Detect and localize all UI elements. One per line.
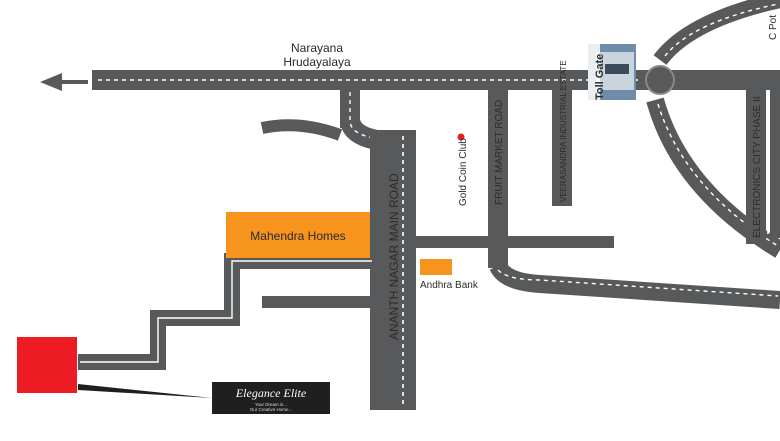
mahendra-homes-block: Mahendra Homes [226, 212, 370, 258]
main-highway [92, 70, 780, 90]
cross-road-andhra [416, 236, 614, 248]
club-dot-icon [457, 133, 465, 141]
electronics-city-road [746, 88, 780, 244]
toll-gate-label: Toll Gate [594, 54, 606, 100]
cross-road-lower [262, 296, 370, 308]
electronics-city-label: ELECTRONICS CITY PHASE II [752, 96, 763, 238]
route-to-project [78, 253, 372, 370]
club-label: Gold Coin Club [458, 138, 469, 206]
toll-gate-badge[interactable] [588, 44, 636, 100]
hospital-label-line2: Hrudayalaya [283, 55, 351, 69]
ananth-nagar-main-road [370, 130, 416, 410]
fruit-market-label: FRUIT MARKET ROAD [494, 100, 505, 205]
logo-name: Elegance Elite [235, 386, 307, 400]
fruit-market-road [488, 88, 780, 309]
mahendra-homes-label: Mahendra Homes [250, 229, 345, 243]
andhra-bank-marker [420, 259, 452, 275]
project-marker[interactable] [17, 337, 77, 393]
direction-arrow-left-icon [40, 73, 88, 91]
project-pointer [78, 384, 212, 398]
hospital-label-line1: Narayana [291, 41, 343, 55]
logo-tagline-line1: Your Dream is... [255, 402, 287, 407]
veerasandra-road [552, 88, 572, 206]
project-logo[interactable]: Elegance Elite Your Dream is... Our Crea… [212, 382, 330, 414]
logo-tagline-line2: Our Creative Home... [250, 407, 293, 412]
junction-roundabout [645, 65, 675, 95]
andhra-bank-label: Andhra Bank [420, 280, 479, 291]
partial-road-label: C Pot [768, 15, 779, 40]
main-road-label: ANANTH NAGAR MAIN ROAD [387, 173, 401, 340]
industrial-estate-label: VEERASANDRA INDUSTRIAL ESTATE [559, 60, 568, 202]
